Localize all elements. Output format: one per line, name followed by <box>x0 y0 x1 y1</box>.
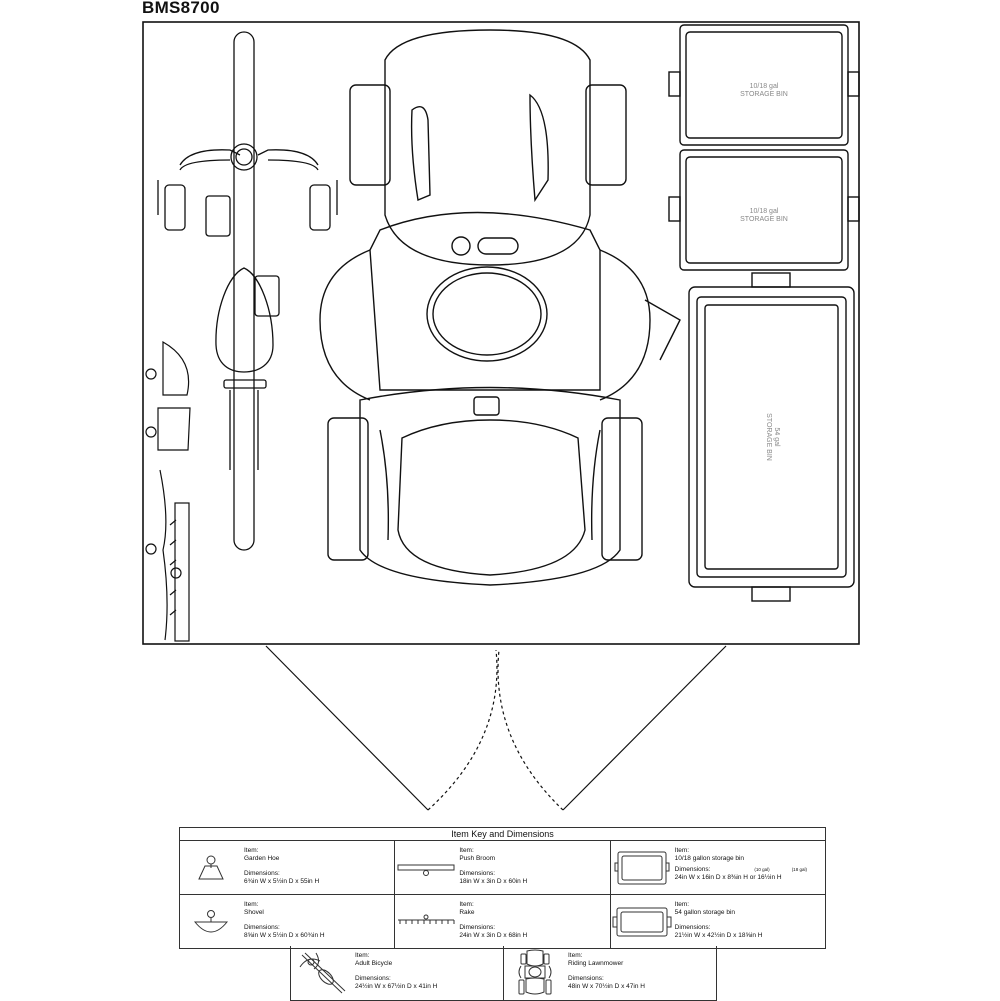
door-swing <box>265 645 727 811</box>
key-item-label: Item: <box>674 847 690 854</box>
key-dims-label: Dimensions: <box>674 924 711 931</box>
push-broom-icon <box>395 841 457 894</box>
model-number: BMS8700 <box>142 0 220 17</box>
key-dims-sup-18gal: (18 gal) <box>791 867 807 872</box>
key-item-name: 10/18 gallon storage bin <box>674 854 745 862</box>
key-item-label: Item: <box>459 847 474 854</box>
bin3-label-line1: 54 gal <box>773 427 780 447</box>
bin3-label-line2: STORAGE BIN <box>765 413 772 461</box>
key-item-garden-hoe: Item: Garden Hoe Dimensions: 6¾in W x 5½… <box>180 841 396 894</box>
shovel-icon <box>180 895 242 948</box>
bicycle <box>157 31 338 551</box>
key-item-dims: 24in W x 3in D x 68in H <box>459 931 528 939</box>
item-key-table: Item Key and Dimensions Item: Garden Hoe… <box>179 827 826 949</box>
key-dims-sup-10gal: (10 gal) <box>754 867 770 872</box>
key-row: Item: Adult Bicycle Dimensions: 24½in W … <box>290 946 717 1001</box>
key-item-dims: 21½in W x 42½in D x 18⅝in H <box>674 931 763 939</box>
key-row: Item: Garden Hoe Dimensions: 6¾in W x 5½… <box>180 841 825 895</box>
bicycle-icon <box>291 946 353 1000</box>
key-dims-label: Dimensions: <box>244 870 280 877</box>
lawnmower-icon <box>504 946 566 1000</box>
small-storage-bin-icon <box>611 841 673 894</box>
bin1-label-line1: 10/18 gal <box>750 83 779 90</box>
key-dims-label: Dimensions: <box>459 870 496 877</box>
bin2-label-line2: STORAGE BIN <box>740 216 788 223</box>
storage-bin-1: 10/18 gal STORAGE BIN <box>668 24 860 146</box>
key-dims-label: Dimensions: <box>459 924 496 931</box>
key-row: Item: Shovel Dimensions: 8⅝in W x 5½in D… <box>180 895 825 949</box>
storage-bin-3: 54 gal STORAGE BIN <box>688 272 855 602</box>
key-item-name: Adult Bicycle <box>355 959 393 967</box>
key-item-label: Item: <box>244 847 259 854</box>
key-item-rake: Item: Rake Dimensions: 24in W x 3in D x … <box>395 895 611 948</box>
wall-tools <box>145 340 191 642</box>
key-item-bicycle: Item: Adult Bicycle Dimensions: 24½in W … <box>291 946 504 1000</box>
key-item-label: Item: <box>459 901 474 908</box>
bin1-label-line2: STORAGE BIN <box>740 91 788 98</box>
key-item-label: Item: <box>674 901 690 908</box>
key-item-name: 54 gallon storage bin <box>674 908 736 916</box>
large-storage-bin-icon <box>611 895 673 948</box>
shed-outline <box>142 21 860 645</box>
key-item-label: Item: <box>244 901 259 908</box>
key-item-dims: 48in W x 70½in D x 47in H <box>568 982 645 990</box>
garden-hoe-icon <box>180 841 242 894</box>
key-item-name: Rake <box>459 908 475 916</box>
key-item-dims: 24in W x 16in D x 8⅜in H or 16½in H <box>674 873 782 881</box>
riding-lawnmower <box>319 29 681 586</box>
key-item-label: Item: <box>568 952 583 959</box>
key-item-dims: 8⅝in W x 5½in D x 60¾in H <box>244 931 325 939</box>
key-item-name: Push Broom <box>459 854 496 862</box>
shed-floor-plan: 10/18 gal STORAGE BIN 10/18 gal STORAGE … <box>142 21 860 811</box>
key-item-lawnmower: Item: Riding Lawnmower Dimensions: 48in … <box>504 946 716 1000</box>
rake-icon <box>395 895 457 948</box>
key-item-shovel: Item: Shovel Dimensions: 8⅝in W x 5½in D… <box>180 895 396 948</box>
key-item-small-storage-bin: Item: 10/18 gallon storage bin Dimension… <box>611 841 825 894</box>
key-dims-label: Dimensions: <box>568 975 604 982</box>
key-item-dims: 18in W x 3in D x 60in H <box>459 877 528 885</box>
key-item-push-broom: Item: Push Broom Dimensions: 18in W x 3i… <box>395 841 611 894</box>
key-item-label: Item: <box>355 952 370 959</box>
key-dims-label: Dimensions: <box>674 866 711 873</box>
item-key-title: Item Key and Dimensions <box>180 828 825 841</box>
key-item-name: Riding Lawnmower <box>568 959 624 967</box>
storage-bin-2: 10/18 gal STORAGE BIN <box>668 149 860 271</box>
bin2-label-line1: 10/18 gal <box>750 208 779 215</box>
key-item-dims: 6¾in W x 5½in D x 55in H <box>244 877 320 885</box>
key-item-name: Shovel <box>244 908 264 916</box>
key-item-large-storage-bin: Item: 54 gallon storage bin Dimensions: … <box>611 895 825 948</box>
key-dims-label: Dimensions: <box>355 975 391 982</box>
key-item-dims: 24½in W x 67½in D x 41in H <box>355 982 438 990</box>
key-item-name: Garden Hoe <box>244 854 280 862</box>
key-dims-label: Dimensions: <box>244 924 280 931</box>
